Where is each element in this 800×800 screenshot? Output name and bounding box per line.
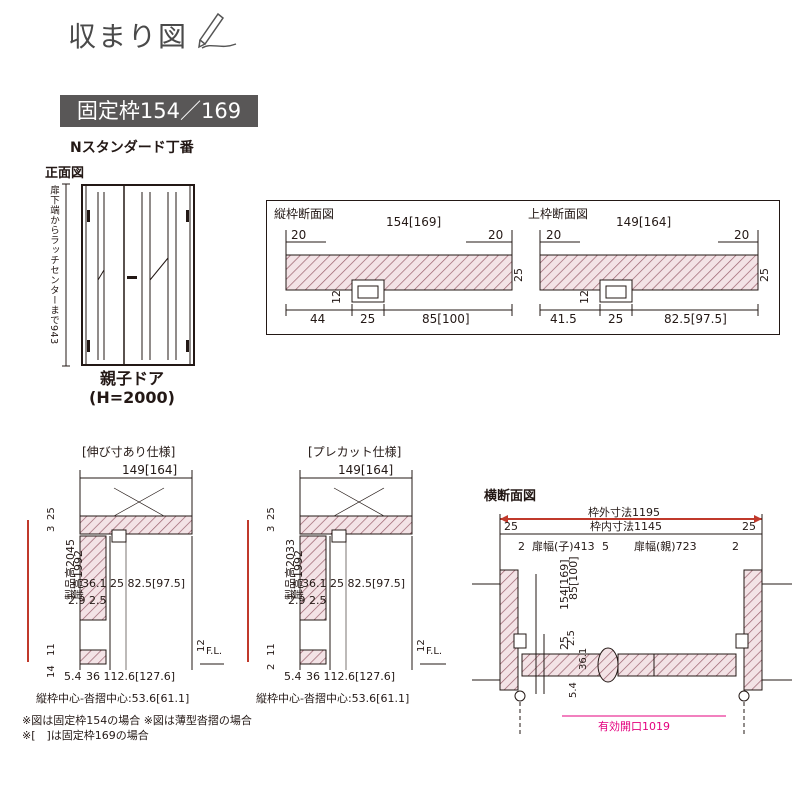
svg-text:縦枠中心-沓摺中心:53.6[61.1]: 縦枠中心-沓摺中心:53.6[61.1] xyxy=(256,691,409,705)
svg-text:2: 2 xyxy=(518,540,525,553)
svg-text:5.4: 5.4 xyxy=(64,670,82,683)
front-view-label: 正面図 xyxy=(45,166,85,181)
svg-text:2: 2 xyxy=(732,540,739,553)
svg-text:36.1 25 82.5[97.5]: 36.1 25 82.5[97.5] xyxy=(82,577,185,590)
spec-extended-diagram: [伸び寸あり仕様] 149[164] 3 25 製品高2045 扉高1992 1… xyxy=(27,445,224,705)
spec-precut-diagram: [プレカット仕様] 149[164] 3 25 製品高2033 扉高1992 1… xyxy=(247,445,446,705)
svg-text:85[100]: 85[100] xyxy=(567,556,580,600)
svg-text:扉幅(子)413: 扉幅(子)413 xyxy=(532,540,595,553)
frame-section-box: 縦枠断面図 154[169] 20 20 25 12 44 25 85[100]… xyxy=(266,200,780,335)
pencil-icon xyxy=(198,12,237,49)
svg-text:扉高1992: 扉高1992 xyxy=(291,550,305,600)
svg-text:2: 2 xyxy=(266,664,277,670)
svg-text:5.4: 5.4 xyxy=(284,670,302,683)
svg-text:25: 25 xyxy=(266,507,277,520)
svg-text:25: 25 xyxy=(360,312,375,326)
svg-text:3: 3 xyxy=(46,526,57,532)
svg-text:3: 3 xyxy=(266,526,277,532)
hinge-type-label: Nスタンダード丁番 xyxy=(70,140,194,156)
spec-extended-title: [伸び寸あり仕様] xyxy=(82,445,175,459)
top-section-title: 上枠断面図 xyxy=(528,206,588,221)
svg-text:25: 25 xyxy=(758,268,771,282)
svg-text:2.9 2.5: 2.9 2.5 xyxy=(288,594,326,607)
svg-text:36 112.6[127.6]: 36 112.6[127.6] xyxy=(306,670,395,683)
svg-text:扉幅(親)723: 扉幅(親)723 xyxy=(634,540,697,553)
svg-text:25: 25 xyxy=(742,520,756,533)
svg-text:25: 25 xyxy=(46,507,57,520)
svg-text:149[164]: 149[164] xyxy=(338,463,393,477)
svg-text:F.L.: F.L. xyxy=(426,646,442,657)
svg-text:12: 12 xyxy=(578,290,591,304)
svg-text:F.L.: F.L. xyxy=(206,646,222,657)
frame-size-tag: 固定枠154／169 xyxy=(60,95,258,127)
svg-text:20: 20 xyxy=(488,228,503,242)
svg-text:14: 14 xyxy=(46,665,57,678)
svg-text:44: 44 xyxy=(310,312,325,326)
svg-text:縦枠中心-沓摺中心:53.6[61.1]: 縦枠中心-沓摺中心:53.6[61.1] xyxy=(36,691,189,705)
svg-text:5: 5 xyxy=(602,540,609,553)
page-title: 収まり図 xyxy=(68,20,189,53)
top-total: 149[164] xyxy=(616,215,671,229)
svg-text:82.5[97.5]: 82.5[97.5] xyxy=(664,312,727,326)
svg-text:12: 12 xyxy=(330,290,343,304)
door-front-view xyxy=(62,183,195,367)
svg-text:12: 12 xyxy=(196,639,207,652)
effective-opening-label: 有効開口1019 xyxy=(598,719,670,733)
svg-text:36 112.6[127.6]: 36 112.6[127.6] xyxy=(86,670,175,683)
product-height-right: 製品高2033 xyxy=(283,539,297,600)
svg-text:36.1: 36.1 xyxy=(578,648,589,670)
svg-text:25: 25 xyxy=(512,268,525,282)
svg-text:20: 20 xyxy=(291,228,306,242)
footnotes: ※図は固定枠154の場合 ※図は薄型沓摺の場合 ※[ ]は固定枠169の場合 xyxy=(22,714,252,742)
latch-height-note: 扉下端からラッチセンターまで943 xyxy=(48,185,59,345)
svg-text:25: 25 xyxy=(558,636,571,650)
door-type-caption: 親子ドア (H=2000) xyxy=(89,369,175,407)
svg-text:154[169]: 154[169] xyxy=(558,559,571,610)
svg-text:扉高1992: 扉高1992 xyxy=(71,550,85,600)
svg-text:20: 20 xyxy=(546,228,561,242)
vertical-section-title: 縦枠断面図 xyxy=(274,206,334,221)
product-height-left: 製品高2045 xyxy=(63,539,77,600)
svg-text:11: 11 xyxy=(266,643,277,656)
horizontal-section-title: 横断面図 xyxy=(484,488,536,504)
svg-text:2.9 2.5: 2.9 2.5 xyxy=(68,594,106,607)
svg-text:12: 12 xyxy=(416,639,427,652)
svg-text:5.4: 5.4 xyxy=(568,682,579,698)
svg-text:枠外寸法1195: 枠外寸法1195 xyxy=(588,505,660,519)
svg-text:149[164]: 149[164] xyxy=(122,463,177,477)
svg-text:11: 11 xyxy=(46,643,57,656)
svg-text:85[100]: 85[100] xyxy=(422,312,470,326)
spec-precut-title: [プレカット仕様] xyxy=(308,445,401,459)
svg-text:枠内寸法1145: 枠内寸法1145 xyxy=(590,519,662,533)
horizontal-section-diagram: 横断面図 枠外寸法1195 枠内寸法1145 25 25 2 扉幅(子)413 … xyxy=(472,488,792,734)
svg-text:36.1 25 82.5[97.5]: 36.1 25 82.5[97.5] xyxy=(302,577,405,590)
svg-text:25: 25 xyxy=(608,312,623,326)
svg-text:20: 20 xyxy=(734,228,749,242)
svg-text:25: 25 xyxy=(504,520,518,533)
svg-text:2.5: 2.5 xyxy=(566,630,577,646)
svg-text:41.5: 41.5 xyxy=(550,312,577,326)
vertical-total: 154[169] xyxy=(386,215,441,229)
